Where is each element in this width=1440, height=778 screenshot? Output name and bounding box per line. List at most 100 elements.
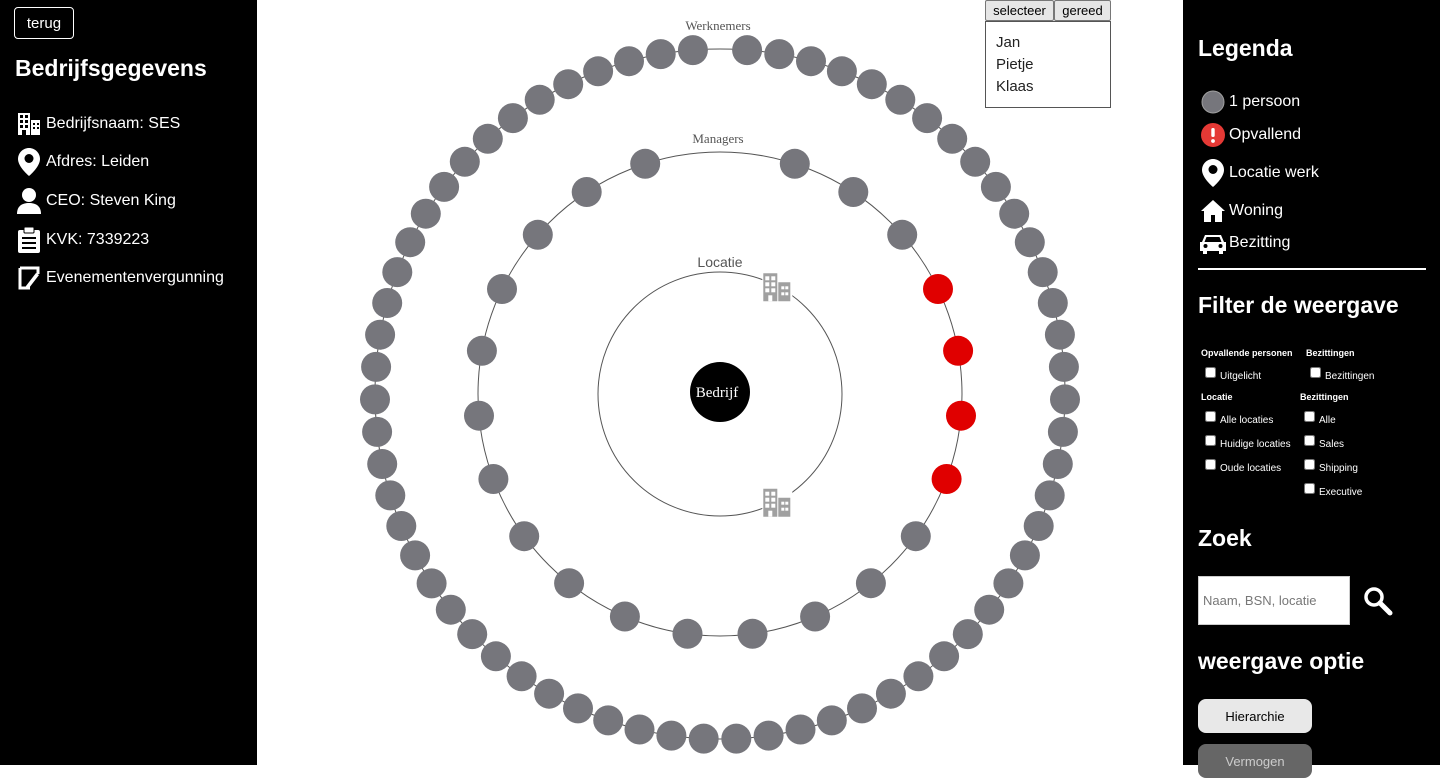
filter-checkbox[interactable] — [1205, 459, 1216, 470]
filter-option[interactable]: Bezittingen — [1310, 367, 1374, 382]
employee-node[interactable] — [534, 678, 565, 709]
employee-node[interactable] — [677, 35, 708, 66]
employee-node[interactable] — [480, 641, 511, 672]
employee-node[interactable] — [645, 39, 676, 70]
employee-node[interactable] — [1042, 449, 1073, 479]
employee-node[interactable] — [847, 693, 877, 724]
employee-node[interactable] — [912, 103, 943, 134]
person-option[interactable]: Pietje — [996, 56, 1034, 73]
filter-option[interactable]: Shipping — [1304, 459, 1358, 474]
employee-node[interactable] — [400, 540, 431, 571]
person-option[interactable]: Klaas — [996, 78, 1034, 95]
employee-node[interactable] — [993, 568, 1024, 599]
manager-node[interactable] — [554, 568, 585, 599]
person-list[interactable]: Jan Pietje Klaas — [985, 21, 1111, 108]
filter-checkbox[interactable] — [1205, 435, 1216, 446]
employee-node[interactable] — [395, 227, 426, 258]
filter-checkbox[interactable] — [1205, 411, 1216, 422]
employee-node[interactable] — [753, 720, 784, 751]
employee-node[interactable] — [796, 46, 826, 77]
manager-node[interactable] — [509, 521, 540, 552]
employee-node[interactable] — [614, 46, 644, 77]
employee-node[interactable] — [1023, 511, 1054, 541]
manager-node[interactable] — [900, 521, 931, 552]
employee-node[interactable] — [732, 35, 763, 66]
employee-node[interactable] — [524, 84, 555, 115]
filter-option[interactable]: Oude locaties — [1205, 459, 1281, 474]
employee-node[interactable] — [999, 198, 1030, 229]
employee-node[interactable] — [1048, 351, 1079, 382]
employee-node[interactable] — [624, 714, 655, 745]
notable-manager-node[interactable] — [923, 274, 953, 304]
filter-option[interactable]: Alle — [1304, 411, 1336, 426]
employee-node[interactable] — [785, 714, 816, 745]
notable-manager-node[interactable] — [943, 335, 974, 366]
employee-node[interactable] — [875, 678, 906, 709]
employee-node[interactable] — [457, 619, 488, 650]
employee-node[interactable] — [1037, 288, 1068, 318]
search-icon[interactable] — [1363, 586, 1393, 616]
employee-node[interactable] — [416, 568, 447, 599]
manager-node[interactable] — [464, 400, 494, 431]
manager-node[interactable] — [800, 601, 831, 632]
employee-node[interactable] — [1027, 257, 1058, 288]
manager-node[interactable] — [838, 177, 869, 207]
back-button[interactable]: terug — [14, 7, 74, 39]
employee-node[interactable] — [360, 384, 390, 415]
employee-node[interactable] — [1047, 416, 1078, 447]
filter-checkbox[interactable] — [1310, 367, 1321, 378]
notable-manager-node[interactable] — [931, 464, 962, 494]
employee-node[interactable] — [429, 171, 460, 202]
filter-option[interactable]: Executive — [1304, 483, 1362, 498]
employee-node[interactable] — [1009, 540, 1040, 571]
filter-option[interactable]: Sales — [1304, 435, 1344, 450]
employee-node[interactable] — [506, 661, 537, 692]
company-node[interactable] — [690, 362, 750, 422]
employee-node[interactable] — [885, 84, 916, 115]
employee-node[interactable] — [361, 351, 392, 382]
filter-checkbox[interactable] — [1304, 435, 1315, 446]
manager-node[interactable] — [630, 148, 661, 179]
employee-node[interactable] — [688, 723, 719, 754]
filter-option[interactable]: Huidige locaties — [1205, 435, 1291, 450]
employee-node[interactable] — [980, 171, 1011, 202]
employee-node[interactable] — [365, 319, 396, 350]
employee-node[interactable] — [903, 661, 934, 692]
building-icon[interactable] — [762, 487, 793, 518]
manager-node[interactable] — [737, 618, 768, 649]
employee-node[interactable] — [372, 288, 403, 318]
building-icon[interactable] — [762, 272, 793, 303]
employee-node[interactable] — [1050, 384, 1080, 415]
manager-node[interactable] — [887, 219, 918, 250]
notable-manager-node[interactable] — [946, 400, 976, 431]
employee-node[interactable] — [937, 123, 968, 154]
filter-option[interactable]: Alle locaties — [1205, 411, 1273, 426]
wealth-view-button[interactable]: Vermogen — [1198, 744, 1312, 778]
employee-node[interactable] — [721, 723, 752, 754]
manager-node[interactable] — [672, 618, 703, 649]
employee-node[interactable] — [960, 146, 991, 177]
manager-node[interactable] — [478, 464, 509, 494]
employee-node[interactable] — [583, 56, 614, 87]
filter-checkbox[interactable] — [1205, 367, 1216, 378]
filter-checkbox[interactable] — [1304, 483, 1315, 494]
employee-node[interactable] — [410, 198, 441, 229]
manager-node[interactable] — [487, 274, 517, 304]
manager-node[interactable] — [571, 177, 602, 207]
employee-node[interactable] — [449, 146, 480, 177]
search-input[interactable] — [1198, 576, 1350, 625]
manager-node[interactable] — [522, 219, 553, 250]
manager-node[interactable] — [466, 335, 497, 366]
employee-node[interactable] — [656, 720, 687, 751]
employee-node[interactable] — [952, 619, 983, 650]
employee-node[interactable] — [1014, 227, 1045, 258]
employee-node[interactable] — [974, 594, 1005, 625]
employee-node[interactable] — [382, 257, 413, 288]
employee-node[interactable] — [826, 56, 857, 87]
employee-node[interactable] — [497, 103, 528, 134]
employee-node[interactable] — [1044, 319, 1075, 350]
filter-checkbox[interactable] — [1304, 411, 1315, 422]
done-button[interactable]: gereed — [1054, 0, 1111, 21]
employee-node[interactable] — [386, 511, 417, 541]
employee-node[interactable] — [856, 69, 887, 100]
